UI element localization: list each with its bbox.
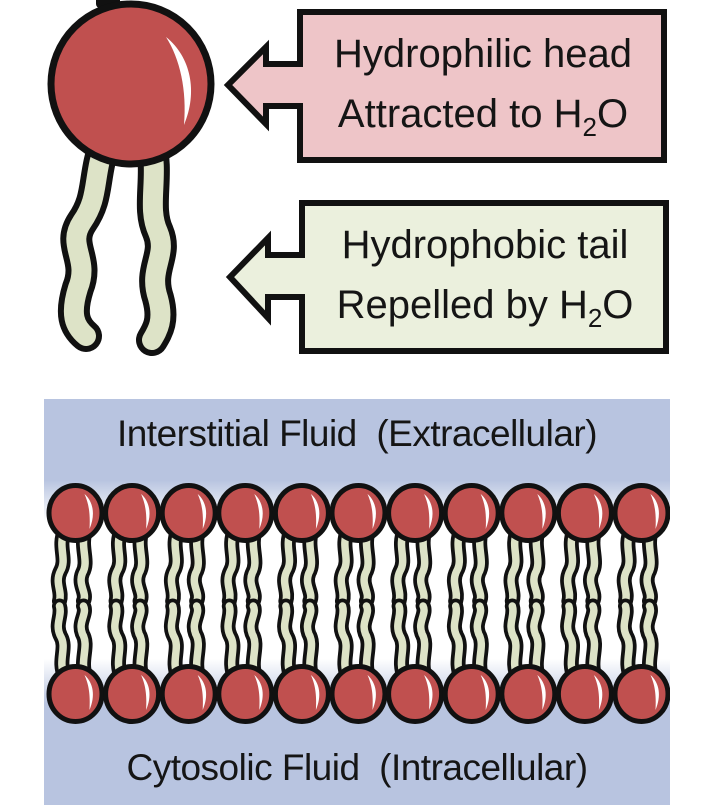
lipid-head [49,667,102,722]
lipid-head [332,667,385,722]
lipid-head [219,486,272,541]
lipid-head [275,486,328,541]
callout-line: Hydrophobic tail [341,223,629,267]
lipid-head [332,486,385,541]
hydrophilic-callout-text: Hydrophilic head Attracted to H2O [304,12,662,160]
lipid-head [558,486,611,541]
lipid-head [162,667,215,722]
hydrophilic-callout-shape [223,9,667,163]
lipid-tail-right [134,124,177,356]
subscript: 2 [587,303,603,333]
lipid-head [106,667,159,722]
lipid-head [219,667,272,722]
lipid-head [502,486,555,541]
subscript: 2 [582,112,597,142]
membrane-svg [44,399,670,805]
callout-line: Attracted to H2O [337,92,629,142]
lipid-head [615,486,668,541]
phospholipid-section: Hydrophilic head Attracted to H2O Hydrop… [0,0,720,370]
lipid-head [49,486,102,541]
lipid-head [558,667,611,722]
lipid-head [106,486,159,541]
lipid-head [389,486,442,541]
head-highlight [166,37,192,125]
lipid-head [389,667,442,722]
membrane-panel: Interstitial Fluid (Extracellular) Cytos… [44,399,670,805]
callout-line: Hydrophilic head [334,32,632,76]
lipid-head [162,486,215,541]
lipid-head [615,667,668,722]
cytosolic-fluid-label: Cytosolic Fluid (Intracellular) [126,747,588,788]
callout-line: Repelled by H2O [336,283,634,333]
lipid-head [502,667,555,722]
hydrophobic-callout-text: Hydrophobic tail Repelled by H2O [306,203,664,351]
lipid-tail-left [57,124,122,352]
interstitial-fluid-label: Interstitial Fluid (Extracellular) [116,413,598,454]
hydrophobic-callout-shape [225,200,669,354]
phospholipid-diagram-svg [47,0,669,356]
lipid-head [445,667,498,722]
lipid-head [275,667,328,722]
lipid-head [445,486,498,541]
